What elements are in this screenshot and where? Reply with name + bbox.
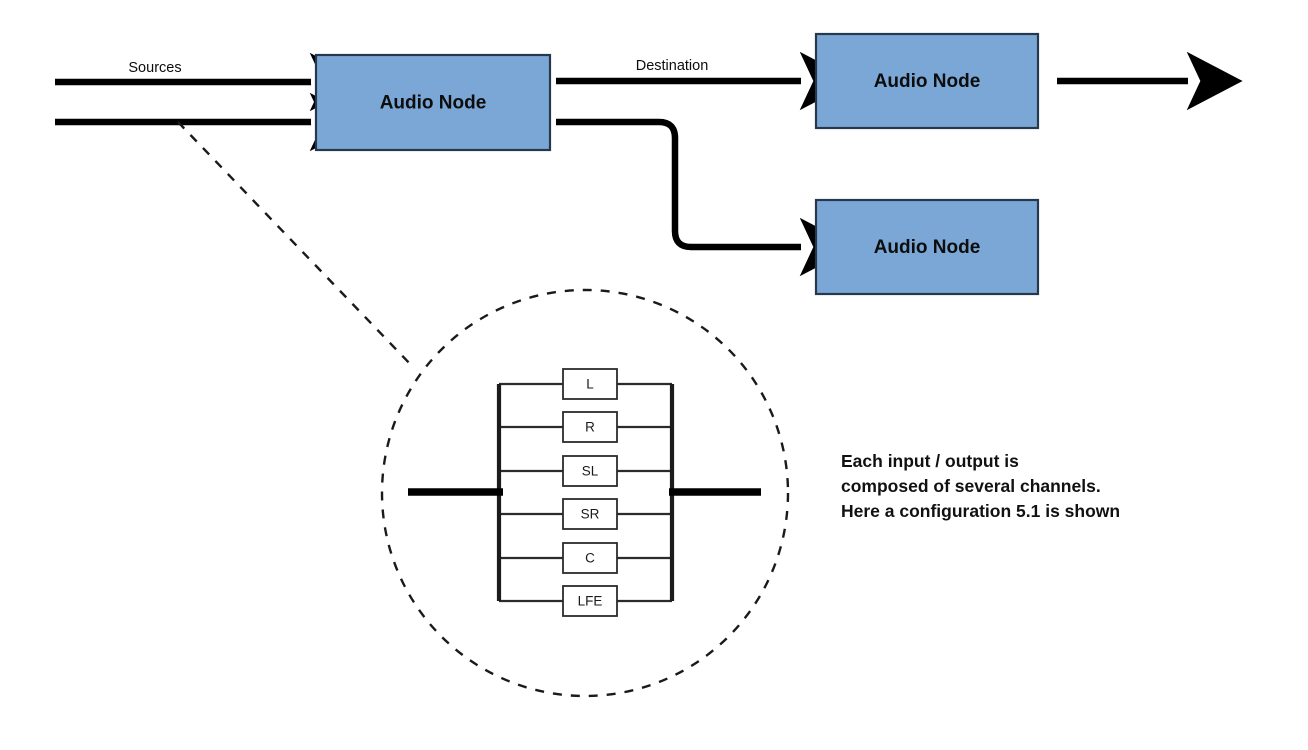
channel-lfe-label: LFE — [578, 594, 603, 609]
audio-node-main[interactable]: Audio Node — [314, 53, 552, 152]
audio-node-main-label: Audio Node — [380, 93, 487, 114]
channel-detail-group: L R SL SR C LFE — [408, 368, 761, 617]
audio-node-destination-top[interactable]: Audio Node — [814, 32, 1040, 130]
channel-r-box[interactable] — [562, 411, 618, 443]
audio-node-destination-bottom[interactable]: Audio Node — [814, 198, 1040, 296]
audio-node-destination-bottom-box[interactable] — [814, 198, 1040, 296]
channel-sr-label: SR — [581, 507, 600, 522]
caption-line-2: composed of several channels. — [841, 476, 1101, 496]
audio-node-destination-top-box[interactable] — [814, 32, 1040, 130]
destination-branch-arrow — [556, 118, 856, 277]
destination-top-group: Destination — [556, 51, 856, 111]
caption-line-3: Here a configuration 5.1 is shown — [841, 501, 1120, 521]
audio-node-main-box[interactable] — [314, 53, 552, 152]
channel-c-label: C — [585, 551, 595, 566]
callout-leader-line — [177, 121, 414, 368]
channel-lfe-box[interactable] — [562, 585, 618, 617]
channel-sl-label: SL — [582, 464, 599, 479]
caption-text: Each input / output is composed of severa… — [841, 451, 1120, 521]
source-inputs-group: Sources — [55, 52, 366, 152]
channel-c-box[interactable] — [562, 542, 618, 574]
channel-sl-box[interactable] — [562, 455, 618, 487]
channel-sr-box[interactable] — [562, 498, 618, 530]
channel-r-label: R — [585, 420, 595, 435]
caption-line-1: Each input / output is — [841, 451, 1019, 471]
audio-node-destination-bottom-label: Audio Node — [874, 237, 981, 258]
sources-label: Sources — [128, 60, 181, 76]
callout-magnifier-circle — [380, 288, 790, 698]
channel-l-box[interactable] — [562, 368, 618, 400]
channel-l-label: L — [586, 377, 594, 392]
audio-node-destination-top-label: Audio Node — [874, 71, 981, 92]
destination-label: Destination — [636, 58, 709, 74]
